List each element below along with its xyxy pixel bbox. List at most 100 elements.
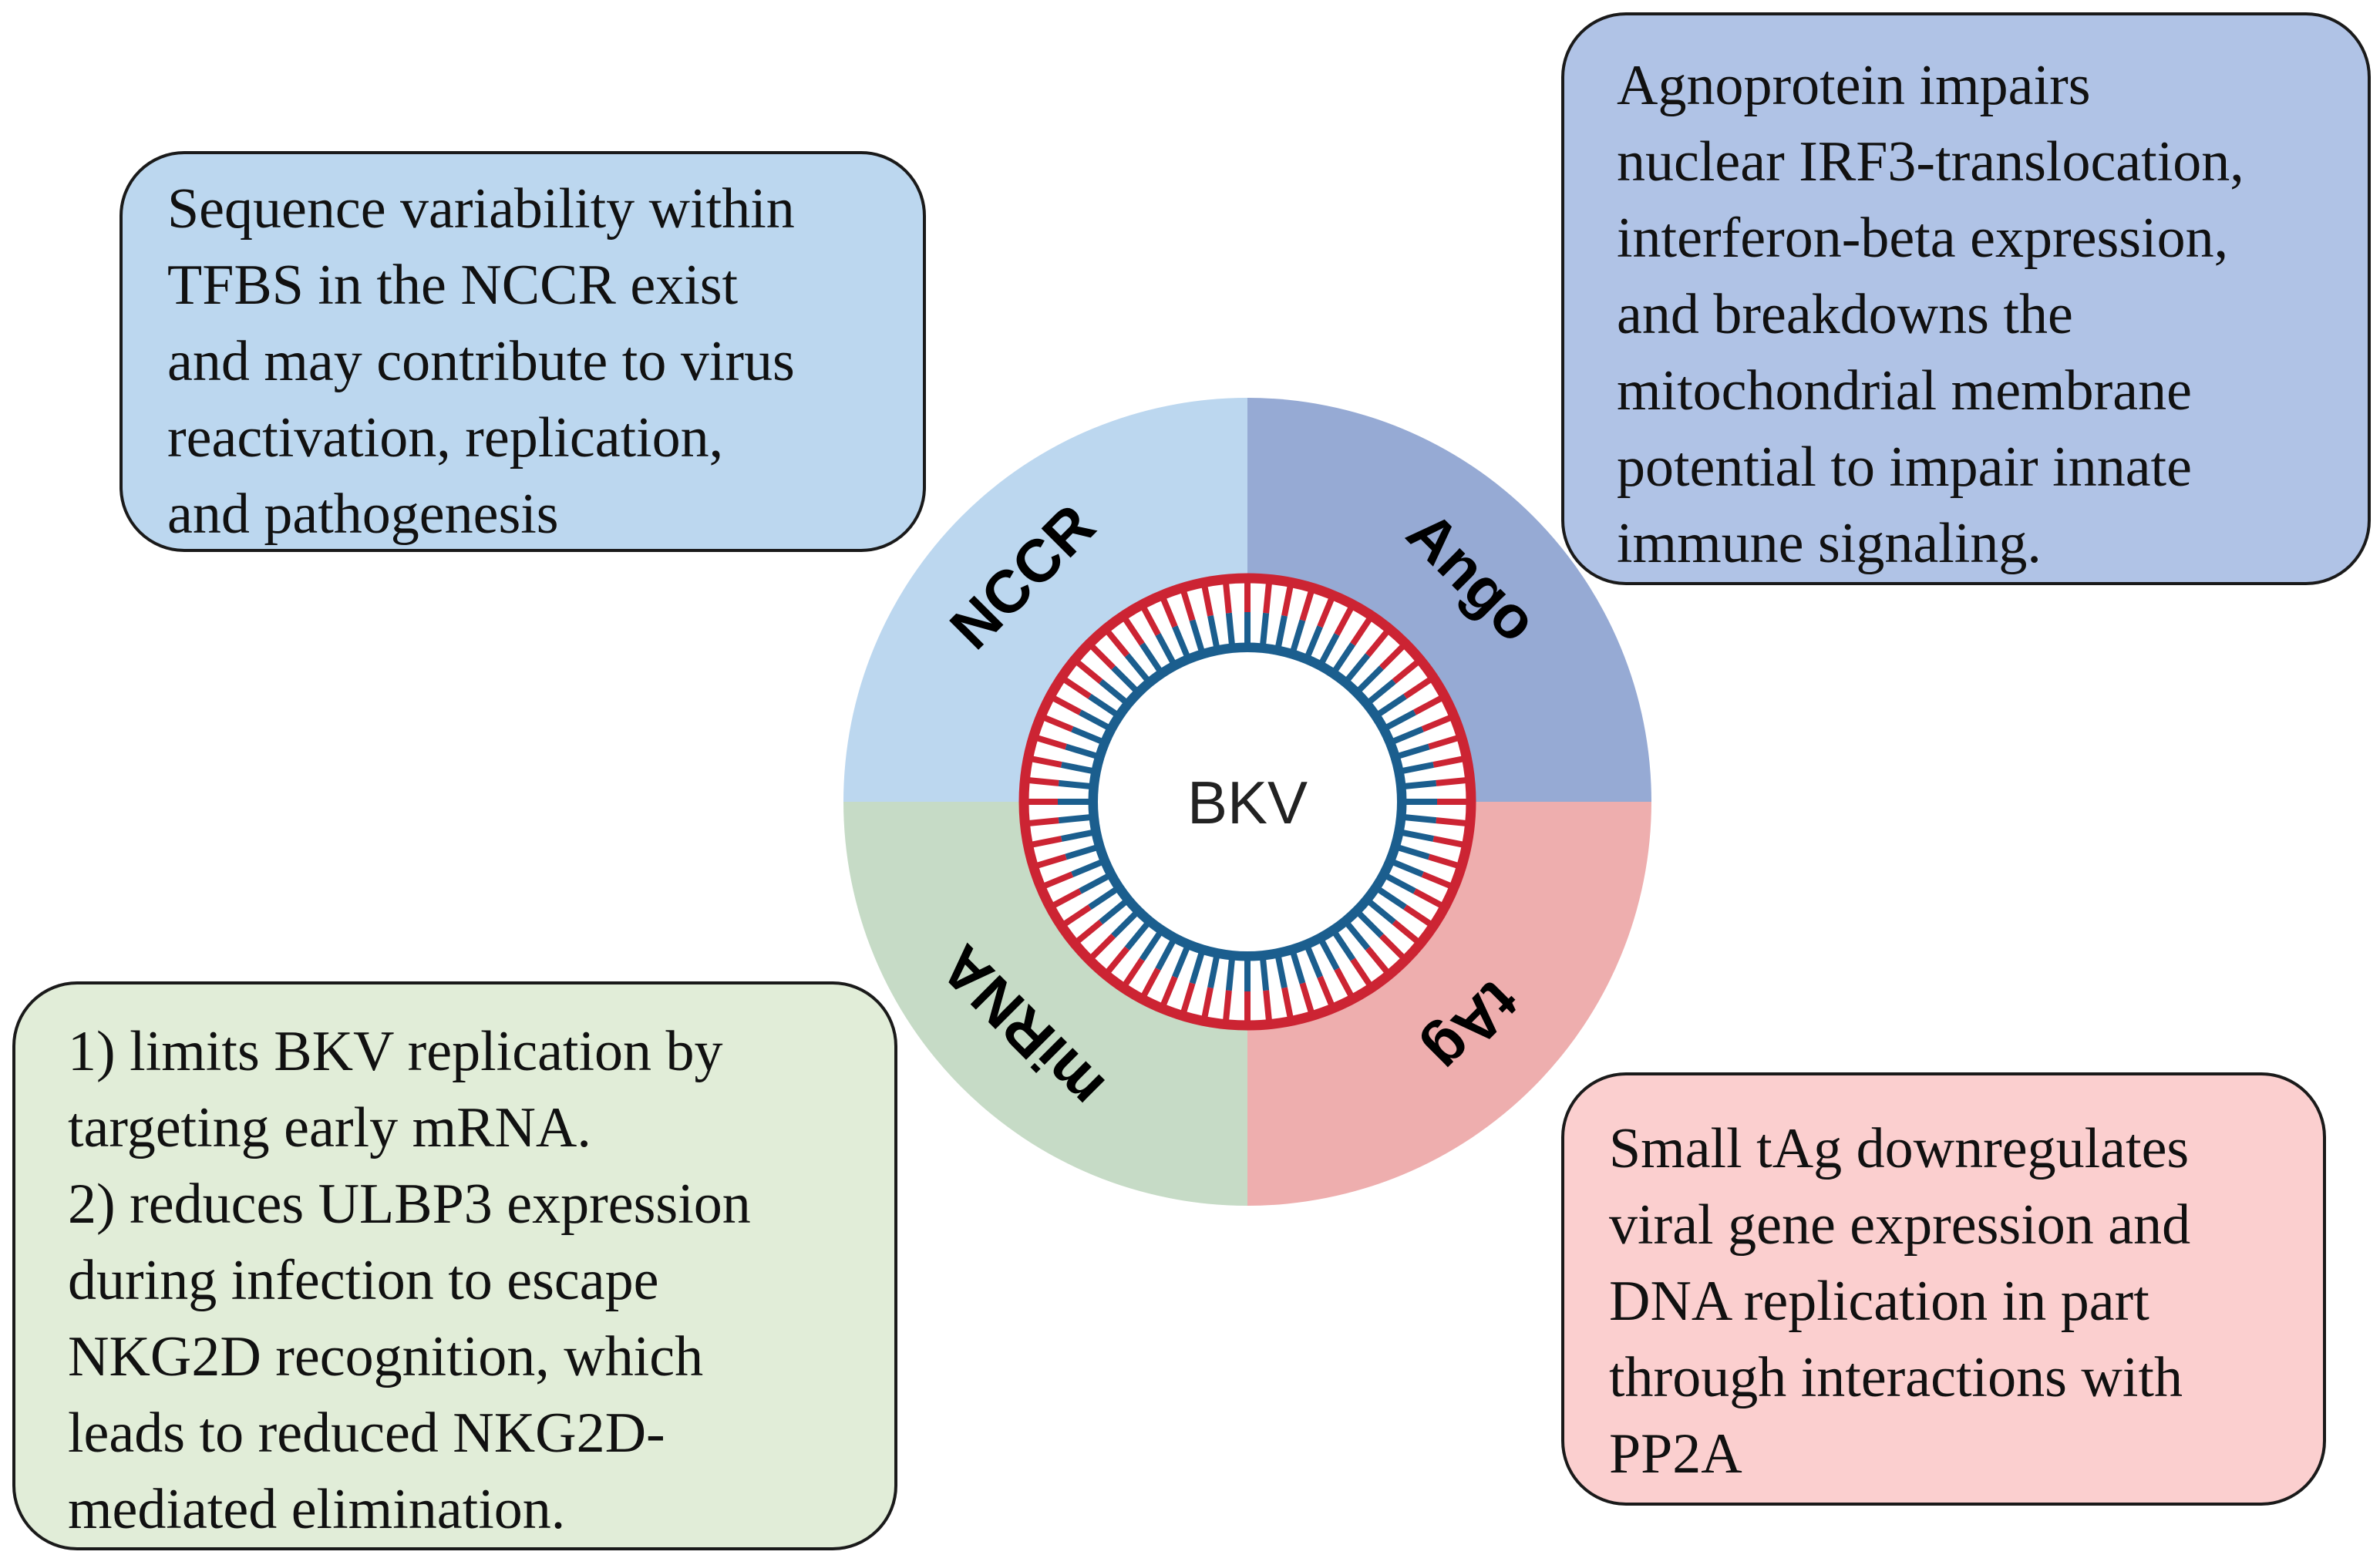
rung-inner-half — [1365, 897, 1396, 925]
rung-inner-half — [1374, 694, 1407, 719]
rung-inner-half — [1382, 871, 1416, 894]
rung-outer-half — [1025, 817, 1059, 827]
rung-inner-half — [1099, 678, 1130, 707]
rung-outer-half — [1421, 713, 1456, 732]
rung-inner-half — [1060, 762, 1097, 775]
rung-outer-half — [1049, 693, 1082, 715]
rung-outer-half — [1263, 990, 1273, 1025]
rung-inner-half — [1058, 813, 1095, 824]
rung-inner-half — [1398, 762, 1435, 775]
rung-inner-half — [1060, 829, 1097, 842]
rung-inner-half — [1088, 694, 1121, 719]
rung-outer-half — [1059, 675, 1092, 699]
rung-outer-half — [1432, 755, 1468, 768]
rung-outer-half — [1072, 657, 1103, 685]
rung-outer-half — [1039, 871, 1074, 890]
rung-inner-half — [1374, 884, 1407, 910]
rung-inner-half — [1065, 843, 1101, 860]
mirna-description-box: 1) limits BKV replication by targeting e… — [12, 981, 897, 1550]
rung-outer-half — [1392, 657, 1422, 685]
rung-outer-half — [1392, 919, 1422, 947]
rung-inner-half — [1398, 829, 1435, 842]
rung-outer-half — [1087, 934, 1116, 962]
rung-inner-half — [1058, 779, 1095, 790]
rung-inner-half — [1140, 928, 1165, 961]
rung-inner-half — [1382, 709, 1416, 732]
rung-inner-half — [1071, 726, 1106, 746]
nccr-description-box: Sequence variability within TFBS in the … — [120, 151, 926, 552]
rung-inner-half — [1317, 633, 1340, 668]
rung-inner-half — [1342, 919, 1371, 951]
rung-outer-half — [1263, 579, 1273, 614]
rung-inner-half — [1207, 614, 1220, 651]
rung-inner-half — [1289, 948, 1306, 984]
rung-outer-half — [1039, 713, 1074, 732]
rung-outer-half — [1413, 693, 1446, 715]
rung-outer-half — [1365, 946, 1392, 977]
agnoprotein-description-box: Agnoprotein impairs nuclear IRF3-translo… — [1561, 12, 2371, 585]
rung-inner-half — [1088, 884, 1121, 910]
rung-inner-half — [1259, 954, 1270, 991]
rung-inner-half — [1079, 871, 1113, 894]
rung-outer-half — [1365, 627, 1392, 658]
rung-inner-half — [1389, 857, 1424, 877]
rung-outer-half — [1436, 776, 1470, 786]
rung-inner-half — [1330, 642, 1355, 675]
rung-outer-half — [1350, 614, 1375, 646]
rung-inner-half — [1303, 943, 1323, 978]
rung-outer-half — [1299, 587, 1316, 621]
rung-outer-half — [1334, 968, 1356, 1001]
rung-inner-half — [1354, 665, 1384, 695]
rung-inner-half — [1099, 897, 1130, 925]
rung-outer-half — [1281, 987, 1294, 1022]
rung-inner-half — [1394, 843, 1430, 860]
rung-outer-half — [1027, 755, 1062, 768]
rung-inner-half — [1342, 653, 1371, 685]
rung-inner-half — [1172, 943, 1192, 978]
rung-outer-half — [1299, 982, 1316, 1017]
rung-outer-half — [1027, 836, 1062, 849]
rung-outer-half — [1102, 627, 1130, 658]
tag-description-box: Small tAg downregulates viral gene expre… — [1561, 1072, 2326, 1506]
rung-outer-half — [1049, 888, 1082, 910]
rung-outer-half — [1317, 975, 1336, 1010]
rung-inner-half — [1155, 936, 1178, 971]
rung-outer-half — [1200, 581, 1214, 617]
rung-outer-half — [1403, 675, 1436, 699]
rung-inner-half — [1155, 633, 1178, 668]
rung-outer-half — [1102, 946, 1130, 977]
rung-outer-half — [1159, 594, 1178, 628]
rung-outer-half — [1350, 958, 1375, 990]
rung-inner-half — [1124, 653, 1153, 685]
genome-center — [1098, 652, 1397, 951]
rung-inner-half — [1225, 954, 1236, 991]
rung-inner-half — [1172, 625, 1192, 661]
rung-outer-half — [1413, 888, 1446, 910]
rung-outer-half — [1087, 641, 1116, 670]
rung-inner-half — [1354, 908, 1384, 938]
rung-inner-half — [1303, 625, 1323, 661]
rung-outer-half — [1025, 776, 1059, 786]
rung-outer-half — [1281, 581, 1294, 617]
rung-outer-half — [1428, 853, 1463, 870]
rung-outer-half — [1334, 603, 1356, 636]
genome-ring-inner-strand — [1088, 642, 1407, 961]
rung-inner-half — [1394, 743, 1430, 760]
rung-inner-half — [1071, 857, 1106, 877]
rung-outer-half — [1032, 853, 1067, 870]
rung-outer-half — [1428, 733, 1463, 750]
rung-inner-half — [1274, 614, 1288, 651]
rung-outer-half — [1432, 836, 1468, 849]
rung-outer-half — [1179, 982, 1196, 1017]
rung-inner-half — [1330, 928, 1355, 961]
rung-inner-half — [1111, 665, 1141, 695]
rung-inner-half — [1289, 619, 1306, 655]
rung-inner-half — [1189, 619, 1206, 655]
rung-inner-half — [1365, 678, 1396, 707]
rung-inner-half — [1317, 936, 1340, 971]
rung-inner-half — [1400, 813, 1437, 824]
rung-inner-half — [1400, 779, 1437, 790]
rung-outer-half — [1379, 934, 1408, 962]
rung-outer-half — [1379, 641, 1408, 670]
